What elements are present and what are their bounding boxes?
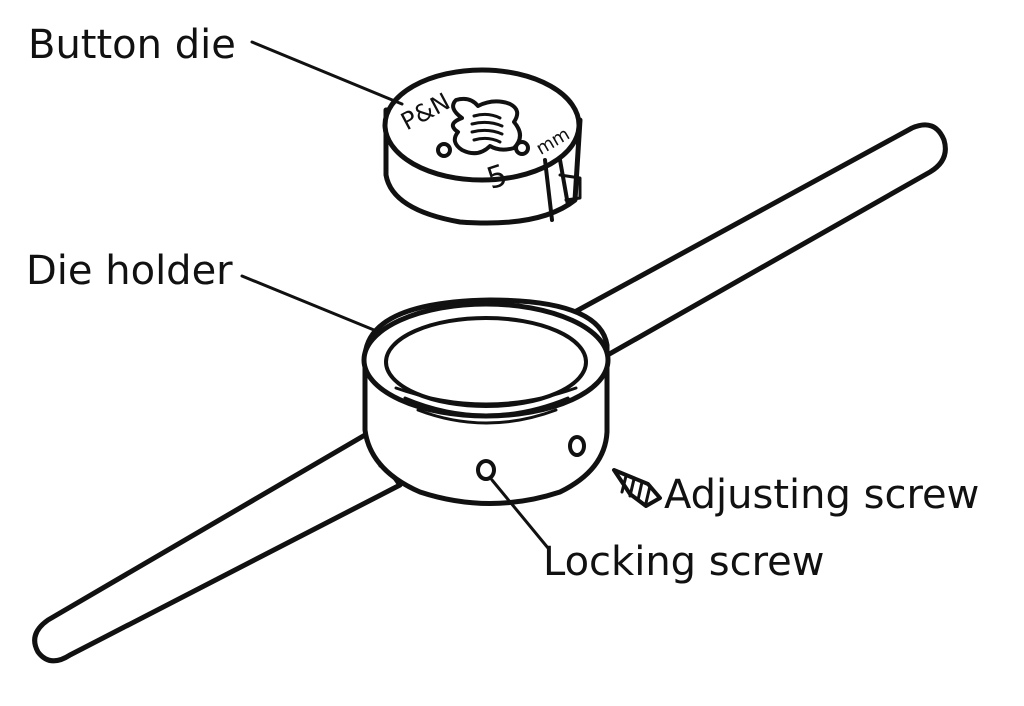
adjusting-screw [612, 468, 662, 508]
die-holder-leader [240, 274, 376, 332]
label-adjusting-screw: Adjusting screw [664, 472, 979, 518]
button-die: P&N 5 mm [382, 67, 583, 226]
left-handle [32, 426, 408, 664]
button-die-leader [250, 40, 404, 106]
locking-screw-hole [476, 459, 496, 481]
label-locking-screw: Locking screw [543, 539, 825, 585]
right-handle [557, 122, 948, 368]
die-holder-ring [361, 297, 611, 506]
label-die-holder: Die holder [26, 248, 233, 294]
adjusting-screw-hole [568, 435, 586, 457]
label-button-die: Button die [28, 22, 236, 68]
locking-screw-leader [490, 478, 550, 550]
